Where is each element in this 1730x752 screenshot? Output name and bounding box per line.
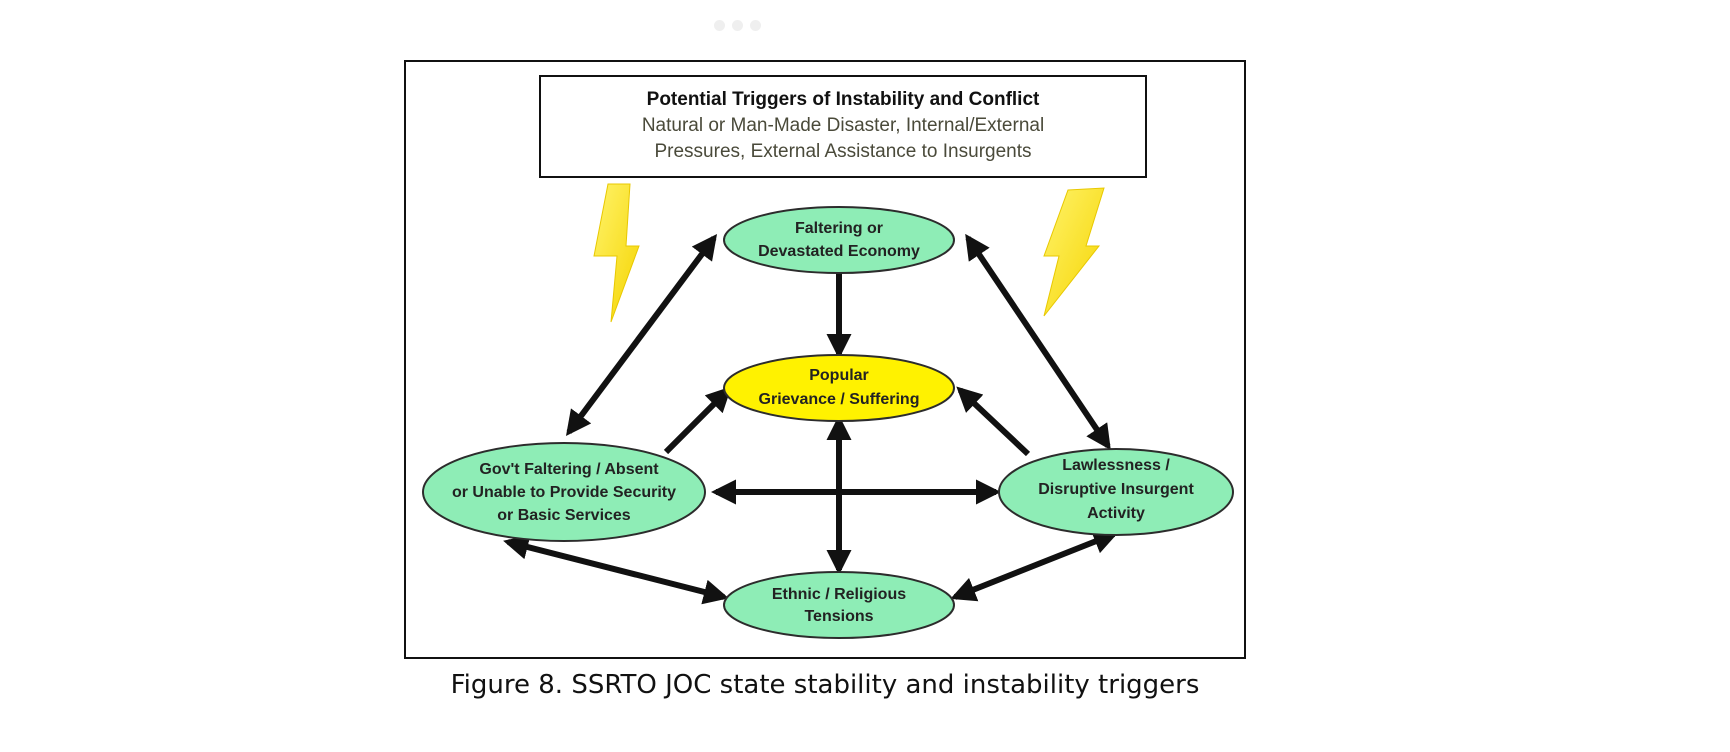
arrow-govt-grievance — [663, 386, 732, 455]
node-ethnic: Ethnic / Religious Tensions — [723, 571, 955, 639]
arrow-govt-ethnic — [503, 534, 729, 605]
triggers-box: Potential Triggers of Instability and Co… — [539, 75, 1147, 178]
node-grievance-line-2: Grievance / Suffering — [759, 391, 920, 408]
node-grievance: Popular Grievance / Suffering — [723, 354, 955, 422]
triggers-title: Potential Triggers of Instability and Co… — [647, 89, 1040, 110]
instability-diagram: Potential Triggers of Instability and Co… — [404, 60, 1246, 660]
arrow-economy-govt — [565, 233, 718, 437]
node-govt-line-3: or Basic Services — [497, 507, 631, 524]
dot — [750, 20, 761, 31]
node-lawlessness: Lawlessness / Disruptive Insurgent Activ… — [998, 448, 1234, 536]
arrow-lawlessness-ethnic — [950, 529, 1119, 602]
dot — [714, 20, 725, 31]
node-lawlessness-line-3: Activity — [1087, 505, 1145, 522]
node-economy: Faltering or Devastated Economy — [723, 206, 955, 274]
node-govt-line-2: or Unable to Provide Security — [452, 484, 676, 501]
node-grievance-line-1: Popular — [809, 367, 869, 384]
page-dots — [714, 18, 768, 36]
triggers-line-1: Natural or Man-Made Disaster, Internal/E… — [642, 115, 1044, 136]
node-lawlessness-line-1: Lawlessness / — [1062, 457, 1170, 474]
dot — [732, 20, 743, 31]
arrow-economy-lawlessness — [965, 233, 1111, 451]
node-govt-line-1: Gov't Faltering / Absent — [479, 461, 659, 478]
node-economy-line-2: Devastated Economy — [758, 243, 920, 260]
figure-caption: Figure 8. SSRTO JOC state stability and … — [450, 670, 1200, 700]
node-economy-line-1: Faltering or — [795, 220, 883, 237]
connector-arrows — [503, 233, 1119, 605]
triggers-line-2: Pressures, External Assistance to Insurg… — [654, 141, 1031, 162]
node-lawlessness-line-2: Disruptive Insurgent — [1038, 481, 1194, 498]
node-ethnic-line-1: Ethnic / Religious — [772, 586, 906, 603]
node-ethnic-line-2: Tensions — [804, 608, 873, 625]
node-govt: Gov't Faltering / Absent or Unable to Pr… — [422, 442, 706, 542]
arrow-lawlessness-grievance — [956, 386, 1031, 457]
